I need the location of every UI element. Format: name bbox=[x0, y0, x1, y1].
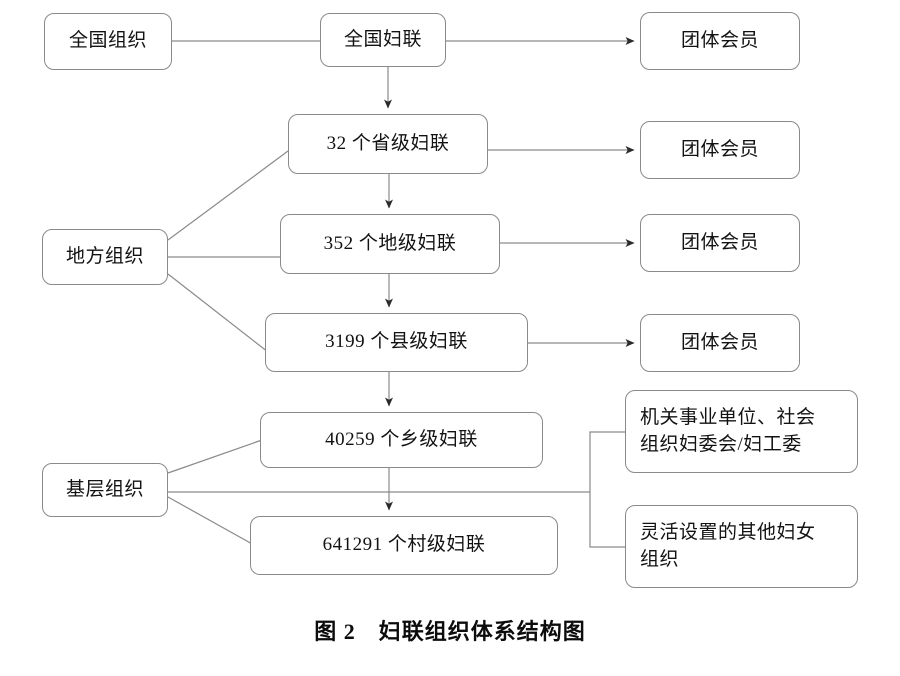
node-institution-committee[interactable]: 机关事业单位、社会 组织妇委会/妇工委 bbox=[625, 390, 858, 473]
node-institution-committee-label: 机关事业单位、社会 组织妇委会/妇工委 bbox=[640, 406, 816, 455]
node-prefecture-federations[interactable]: 352 个地级妇联 bbox=[280, 214, 500, 274]
node-national-group-label: 全国组织 bbox=[68, 30, 147, 52]
node-local-group-label: 地方组织 bbox=[65, 245, 144, 267]
wire-grassroots-to-township bbox=[167, 439, 263, 474]
node-member-org-3[interactable]: 团体会员 bbox=[640, 214, 800, 272]
node-grassroots-group[interactable]: 基层组织 bbox=[42, 463, 168, 517]
node-member-org-2-label: 团体会员 bbox=[680, 138, 759, 160]
node-county-federations[interactable]: 3199 个县级妇联 bbox=[265, 313, 528, 372]
node-member-org-1[interactable]: 团体会员 bbox=[640, 12, 800, 70]
node-village-federations-label: 641291 个村级妇联 bbox=[322, 534, 486, 556]
wire-grassroots-to-village-diagonal bbox=[167, 496, 255, 546]
node-national-acwf[interactable]: 全国妇联 bbox=[320, 13, 446, 67]
node-county-federations-label: 3199 个县级妇联 bbox=[325, 331, 468, 353]
node-member-org-2[interactable]: 团体会员 bbox=[640, 121, 800, 179]
wire-local-group-to-provincial bbox=[167, 150, 289, 241]
node-grassroots-group-label: 基层组织 bbox=[65, 478, 144, 500]
node-provincial-federations-label: 32 个省级妇联 bbox=[326, 132, 450, 154]
figure-caption: 图 2 妇联组织体系结构图 bbox=[314, 619, 586, 644]
wire-local-group-to-county bbox=[167, 273, 269, 353]
node-village-federations[interactable]: 641291 个村级妇联 bbox=[250, 516, 558, 575]
node-local-group[interactable]: 地方组织 bbox=[42, 229, 168, 285]
node-provincial-federations[interactable]: 32 个省级妇联 bbox=[288, 114, 488, 174]
node-member-org-3-label: 团体会员 bbox=[680, 231, 759, 253]
node-national-acwf-label: 全国妇联 bbox=[343, 28, 422, 50]
node-township-federations-label: 40259 个乡级妇联 bbox=[325, 428, 478, 450]
node-member-org-4[interactable]: 团体会员 bbox=[640, 314, 800, 372]
node-flexible-org-label: 灵活设置的其他妇女 组织 bbox=[640, 521, 816, 570]
node-member-org-4-label: 团体会员 bbox=[680, 331, 759, 353]
wire-grassroots-bracket-right bbox=[589, 431, 625, 548]
node-national-group[interactable]: 全国组织 bbox=[44, 13, 172, 70]
node-prefecture-federations-label: 352 个地级妇联 bbox=[323, 232, 457, 254]
node-member-org-1-label: 团体会员 bbox=[680, 29, 759, 51]
node-flexible-org[interactable]: 灵活设置的其他妇女 组织 bbox=[625, 505, 858, 588]
node-township-federations[interactable]: 40259 个乡级妇联 bbox=[260, 412, 543, 468]
